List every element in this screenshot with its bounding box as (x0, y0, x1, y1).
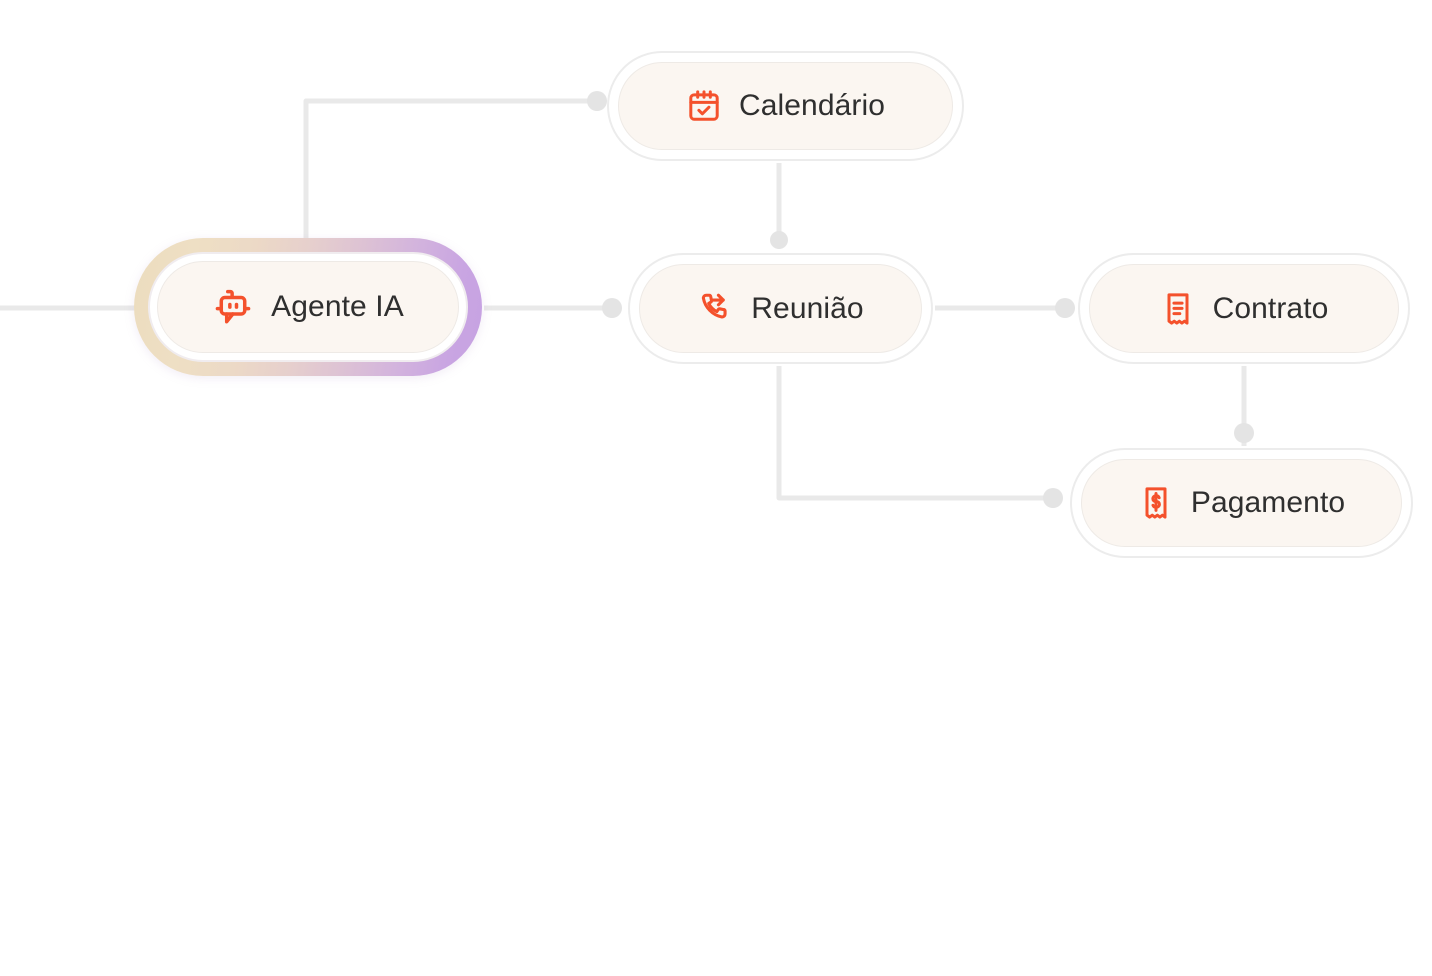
edge-dot-pagamento-top (1234, 423, 1254, 443)
edge-dot-calendario (587, 91, 607, 111)
node-calendario-label: Calendário (738, 89, 886, 122)
edge-reuniao-pagamento (776, 366, 1045, 501)
node-calendario[interactable]: Calendário (607, 51, 964, 161)
node-agente-ia[interactable]: Agente IA (134, 238, 482, 376)
node-contrato[interactable]: Contrato (1078, 253, 1410, 364)
receipt-text-icon (1160, 291, 1196, 327)
calendar-check-icon (686, 88, 722, 124)
node-contrato-label: Contrato (1212, 291, 1329, 325)
edge-dot-reuniao-top (770, 231, 788, 249)
node-calendario-body: Calendário (618, 62, 953, 150)
edge-dot-pagamento-left (1043, 488, 1063, 508)
node-pagamento-label: Pagamento (1190, 486, 1346, 519)
node-reuniao-label: Reunião (751, 291, 864, 325)
node-pagamento-body: Pagamento (1081, 459, 1402, 547)
node-reuniao-body: Reunião (639, 264, 922, 353)
receipt-dollar-icon (1138, 485, 1174, 521)
node-pagamento[interactable]: Pagamento (1070, 448, 1413, 558)
phone-forwarded-icon (697, 290, 734, 327)
edge-agente-calendario (303, 98, 597, 240)
node-agente-ia-body: Agente IA (157, 261, 459, 353)
node-contrato-body: Contrato (1089, 264, 1399, 353)
bot-icon (212, 286, 254, 328)
node-agente-ia-label: Agente IA (271, 290, 404, 323)
edge-dot-contrato-left (1055, 298, 1075, 318)
node-reuniao[interactable]: Reunião (628, 253, 933, 364)
edge-dot-reuniao-left (602, 298, 622, 318)
